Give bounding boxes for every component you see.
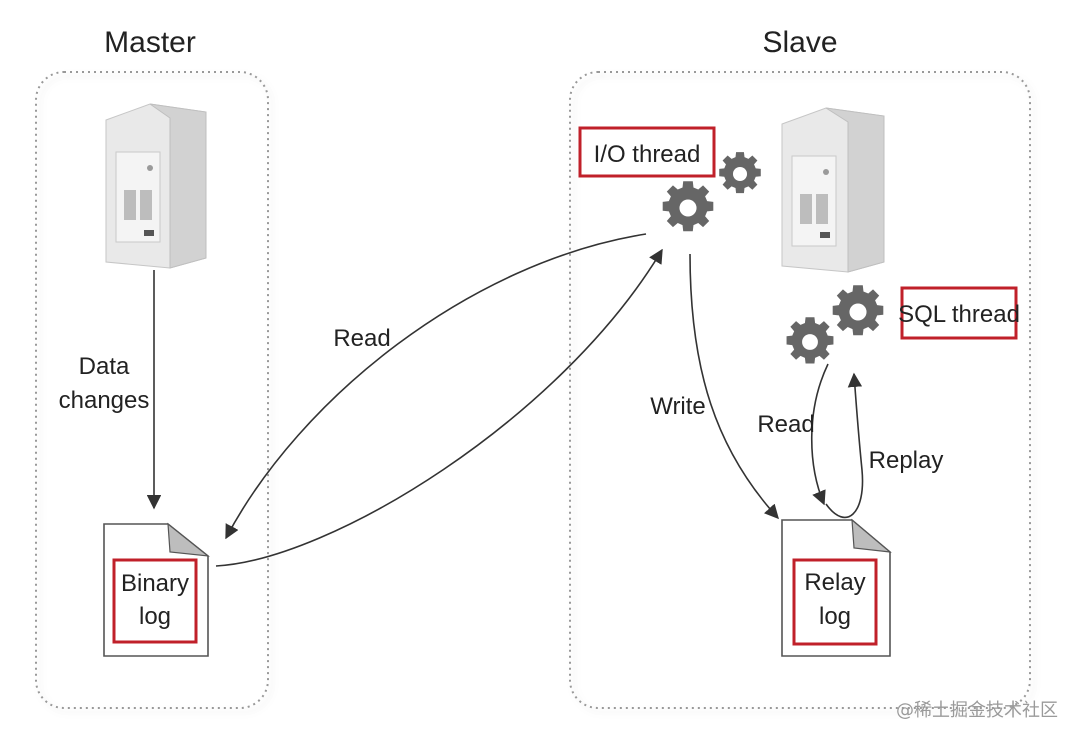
watermark-text: @稀土掘金技术社区 (896, 700, 1058, 721)
slave-server-icon (781, 107, 885, 273)
read-binlog-label: Read (333, 325, 390, 352)
io-thread-highlight (578, 126, 716, 178)
binary-log-document: Binary log (103, 522, 210, 657)
relay-log-label-1: Relay (804, 569, 865, 596)
read-request-arrow (225, 233, 647, 540)
read-relay-arrow (810, 363, 829, 506)
slave-title: Slave (762, 26, 837, 59)
sql-gear-icon-small (786, 317, 834, 364)
replay-arrow (825, 372, 864, 519)
master-server-icon (105, 103, 207, 269)
binary-log-label-2: log (139, 603, 171, 630)
sql-thread-label: SQL thread (898, 301, 1020, 328)
write-label: Write (650, 393, 706, 420)
write-arrow (689, 253, 779, 520)
replay-label: Replay (869, 447, 944, 474)
read-response-arrow (215, 248, 663, 567)
relay-log-label-2: log (819, 603, 851, 630)
data-changes-label-1: Data (79, 353, 130, 380)
io-gear-icon-small (719, 152, 761, 194)
relay-log-highlight (792, 558, 878, 646)
master-title: Master (104, 26, 196, 59)
sql-gear-icon-large (832, 285, 884, 336)
io-thread-label: I/O thread (594, 141, 701, 168)
relay-log-document: Relay log (781, 518, 892, 657)
io-gear-icon-large (662, 181, 714, 232)
binary-log-label-1: Binary (121, 570, 189, 597)
data-changes-label-2: changes (59, 387, 150, 414)
sql-thread-highlight (900, 286, 1018, 340)
binary-log-highlight (112, 558, 198, 644)
read-relay-label: Read (757, 411, 814, 438)
master-panel (35, 71, 269, 709)
slave-panel (569, 71, 1031, 709)
